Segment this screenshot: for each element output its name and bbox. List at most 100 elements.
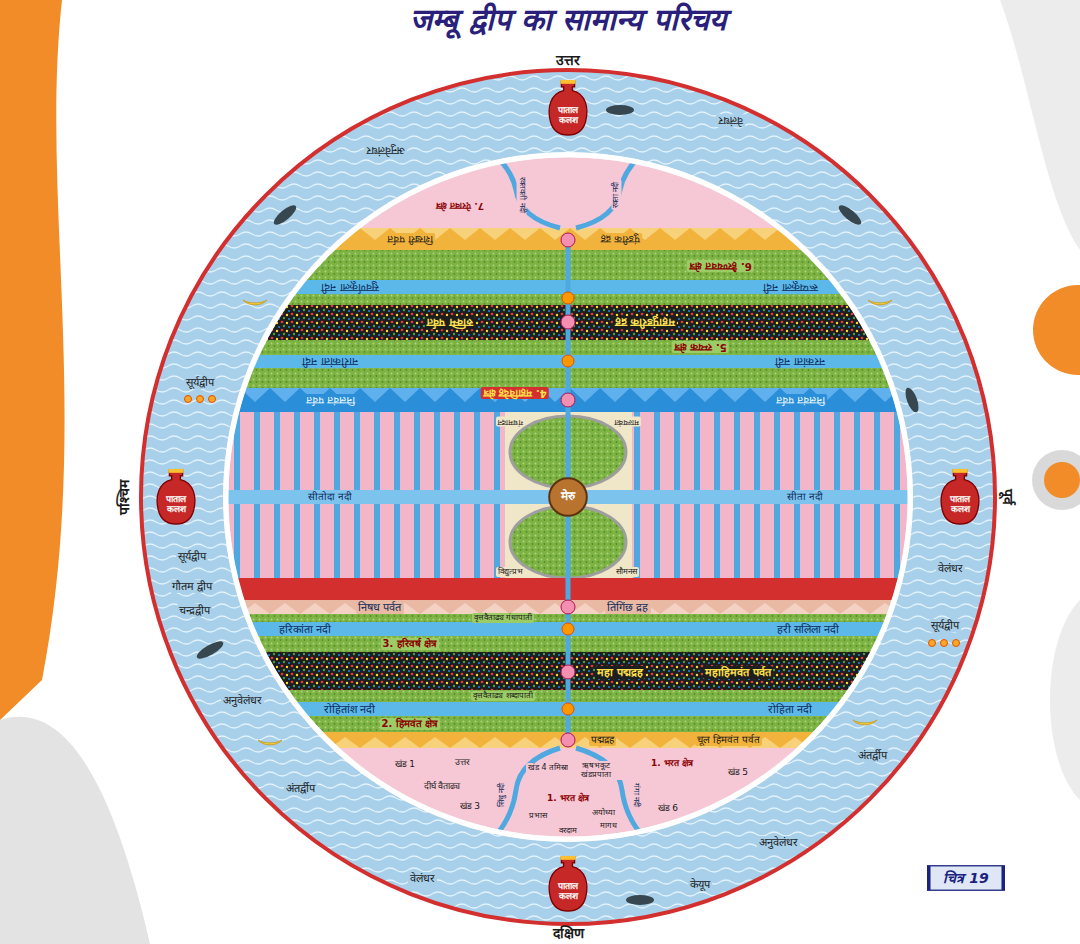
lake-lotus <box>561 665 575 679</box>
pot-body <box>157 470 195 524</box>
map-label: वृत्तवैताढ्य शब्दापाती <box>471 691 535 701</box>
jambudvipa-bands <box>220 748 920 848</box>
pot-rim <box>561 856 576 860</box>
map-label: दीर्घ वैताढ्य <box>422 781 463 792</box>
meru-circle: मेरु <box>548 477 588 517</box>
pot-rim <box>953 469 968 473</box>
lake-lotus <box>561 233 575 747</box>
map-label: अनुवेलंधर <box>757 836 800 849</box>
patala-kalasha: पाताल कलश <box>938 468 982 526</box>
jambudvipa-bands <box>220 600 920 614</box>
ocean-islands <box>271 202 299 228</box>
jambudvipa-bands <box>220 490 920 504</box>
map-label: अंतर्द्वीप <box>284 782 317 795</box>
map-label: सौमनस <box>614 567 639 577</box>
circle-borders <box>141 70 995 924</box>
map-label: उत्तर <box>554 52 582 69</box>
map-label: 3. हरिवर्ष क्षेत्र <box>381 638 440 650</box>
pot-rim <box>169 469 184 473</box>
map-label: पद्मद्रह <box>589 734 616 746</box>
ocean-islands <box>953 640 960 647</box>
map-label: रूप्यकूला नदी <box>761 281 820 294</box>
page-decoration <box>1044 462 1080 498</box>
map-label: दक्षिण <box>551 925 586 942</box>
jambudvipa-bands <box>220 622 920 636</box>
pot-body <box>549 857 587 911</box>
ocean-islands <box>195 638 226 662</box>
map-label: गौतम द्वीप <box>170 580 215 593</box>
node-text: चित्र 19 <box>943 870 988 886</box>
map-label: सूर्यद्वीप <box>929 619 961 632</box>
map-label: रक्ता नदी <box>611 180 621 211</box>
ocean-islands <box>185 105 960 905</box>
map-label: सीता नदी <box>785 491 825 503</box>
node-text: मेरु <box>561 490 575 504</box>
page-decoration <box>1050 600 1080 800</box>
map-label: वरदाम <box>557 826 579 836</box>
lake-lotus <box>561 600 575 614</box>
map-label: महापुंडरीक द्रह <box>613 316 677 329</box>
map-label: रोहितांश नदी <box>322 703 378 716</box>
vritta-vaitadhya <box>562 703 574 715</box>
map-label: सुवर्णकूला नदी <box>319 281 381 294</box>
map-label: पूर्व <box>1000 487 1017 507</box>
map-label: माल्यवंत <box>612 417 641 427</box>
ocean-islands <box>903 386 921 414</box>
map-label: सिंधु नदी <box>497 781 507 810</box>
map-label: प्रभास <box>527 811 549 821</box>
map-label: खंड 3 <box>458 801 483 812</box>
jambudvipa-bands <box>220 355 920 368</box>
lavana-ocean <box>141 70 995 924</box>
map-label: 4. महाविदेह क्षेत्र <box>481 387 549 399</box>
map-label: हरिकांता नदी <box>277 623 334 636</box>
lake-lotus <box>561 233 575 247</box>
jambudvipa-bands <box>220 228 920 250</box>
page-decoration <box>0 717 150 944</box>
patala-kalasha: पाताल कलश <box>546 855 590 913</box>
map-label: वेलंधर <box>716 114 745 127</box>
map-label: मागध <box>598 821 619 831</box>
map-label: 1. भरत क्षेत्र <box>545 793 591 804</box>
map-label: अनुवेलंधर <box>221 694 264 707</box>
map-label: सूर्यद्वीप <box>176 550 208 563</box>
diagram-title: जम्बू द्वीप का सामान्य परिचय <box>410 2 726 38</box>
node-text: पाताल कलश <box>550 881 586 902</box>
map-label: 2. हिमवंत क्षेत्र <box>380 718 441 730</box>
map-label: ऋषभकूट खंडप्रपाता <box>568 761 624 780</box>
lavana-ocean <box>223 152 913 842</box>
map-label: खंड 1 <box>393 759 418 770</box>
map-label: केयूप <box>688 878 712 891</box>
ocean-islands <box>243 300 267 305</box>
map-label: 7. ऐरावत क्षेत्र <box>434 200 486 211</box>
map-label: 1. भरत क्षेत्र <box>649 758 695 769</box>
map-label: रक्तवती नदी <box>517 175 527 215</box>
map-label: वेलंधर <box>936 562 965 575</box>
map-label: विद्युत्प्रभ <box>496 567 525 577</box>
page-decoration <box>0 0 65 720</box>
jambudvipa-bands <box>220 702 920 716</box>
map-label: चूल हिमवंत पर्वत <box>695 734 762 746</box>
circle-borders <box>226 155 910 839</box>
map-label: रुक्मि पर्वत <box>425 316 475 329</box>
ocean-islands <box>868 300 892 305</box>
map-label: चन्द्रद्वीप <box>177 604 212 617</box>
page-decoration <box>1000 0 1080 250</box>
pot-body <box>549 81 587 135</box>
map-label: महाहिमवंत पर्वत <box>703 666 773 679</box>
map-label: उत्तर <box>453 757 472 768</box>
node-text: पाताल कलश <box>550 105 586 126</box>
map-label: खंड 5 <box>726 767 751 778</box>
ocean-islands <box>853 720 877 725</box>
lake-lotus <box>561 315 575 329</box>
ocean-islands <box>941 640 948 647</box>
pot-body <box>941 470 979 524</box>
map-label: महा पद्मद्रह <box>595 666 645 679</box>
lake-lotus <box>561 733 575 747</box>
map-label: अयोध्या <box>590 808 617 818</box>
map-label: तिगिंछ द्रह <box>605 601 651 614</box>
ocean-islands <box>626 895 654 905</box>
box-outline <box>929 866 1004 890</box>
